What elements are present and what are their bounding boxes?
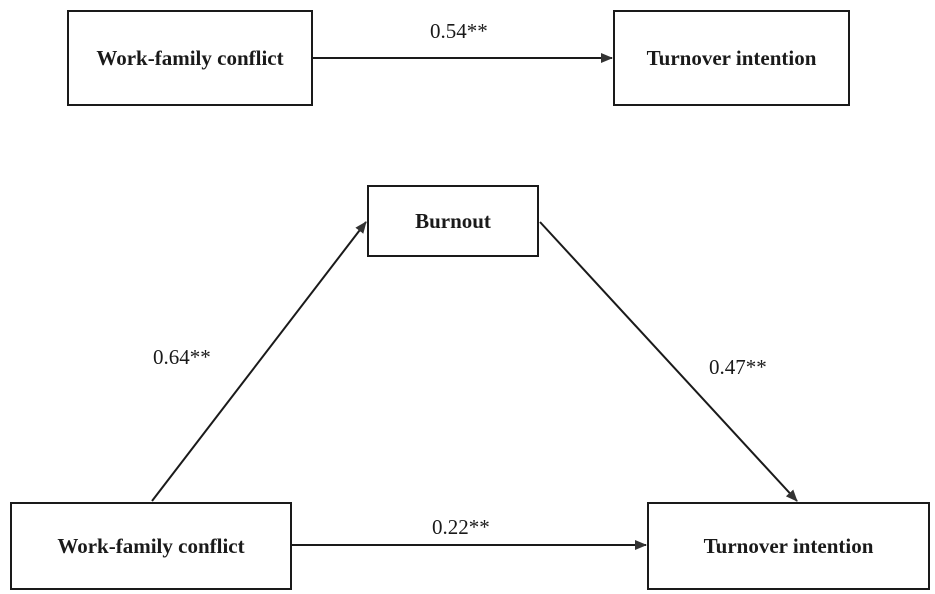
node-label: Work-family conflict xyxy=(96,45,284,70)
node-bottom-work-family-conflict: Work-family conflict xyxy=(10,502,292,590)
node-top-turnover-intention: Turnover intention xyxy=(613,10,850,106)
coef-direct-effect: 0.22** xyxy=(432,515,490,539)
coef-total-effect: 0.54** xyxy=(430,19,488,43)
node-label: Turnover intention xyxy=(646,45,817,70)
arrow-path-b xyxy=(539,221,798,502)
coef-path-b: 0.47** xyxy=(709,355,767,379)
node-bottom-turnover-intention: Turnover intention xyxy=(647,502,930,590)
node-top-work-family-conflict: Work-family conflict xyxy=(67,10,313,106)
node-label: Work-family conflict xyxy=(57,533,245,558)
node-label: Burnout xyxy=(415,208,491,233)
arrow-path-a xyxy=(151,221,367,502)
coef-path-a: 0.64** xyxy=(153,345,211,369)
node-label: Turnover intention xyxy=(703,533,874,558)
node-burnout: Burnout xyxy=(367,185,539,257)
